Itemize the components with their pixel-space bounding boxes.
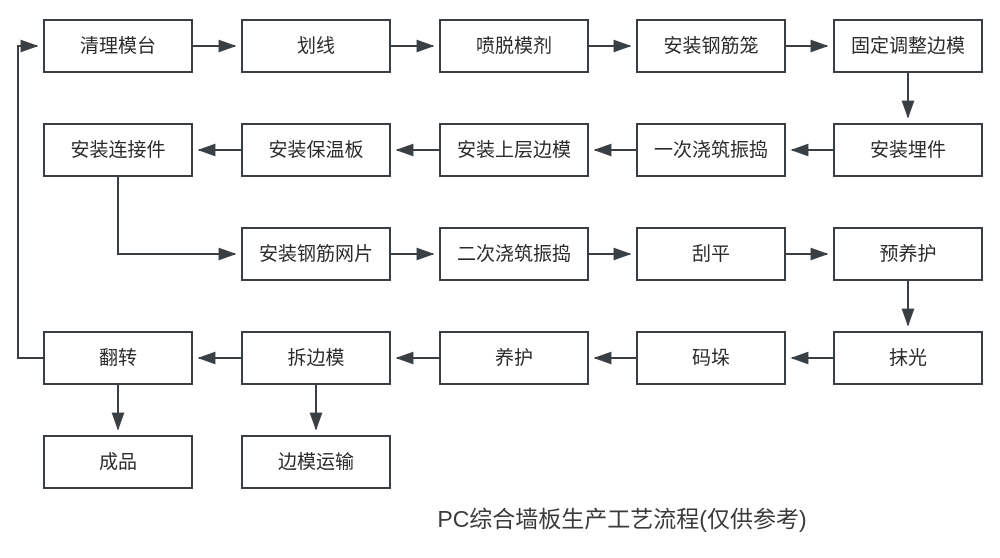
node-label: 一次浇筑振捣 — [654, 139, 768, 161]
node-box[interactable] — [636, 331, 786, 385]
node-box[interactable] — [241, 227, 391, 281]
node-box[interactable] — [833, 19, 983, 73]
process-node[interactable]: 拆边模 — [241, 331, 391, 385]
node-label: 成品 — [99, 451, 137, 473]
node-label: 安装连接件 — [70, 139, 165, 161]
process-node[interactable]: 边模运输 — [241, 435, 391, 489]
process-node[interactable]: 养护 — [439, 331, 589, 385]
node-box[interactable] — [439, 123, 589, 177]
node-label: 安装保温板 — [268, 139, 363, 161]
node-label: 喷脱模剂 — [476, 35, 552, 57]
process-node[interactable]: 安装保温板 — [241, 123, 391, 177]
node-box[interactable] — [43, 123, 193, 177]
process-node[interactable]: 一次浇筑振捣 — [636, 123, 786, 177]
process-node[interactable]: 二次浇筑振捣 — [439, 227, 589, 281]
node-box[interactable] — [439, 331, 589, 385]
process-node[interactable]: 安装连接件 — [43, 123, 193, 177]
process-node[interactable]: 固定调整边模 — [833, 19, 983, 73]
node-label: 养护 — [495, 347, 533, 369]
node-box[interactable] — [833, 123, 983, 177]
edge-layer — [17, 39, 915, 431]
process-node[interactable]: 安装上层边模 — [439, 123, 589, 177]
process-node[interactable]: 安装钢筋网片 — [241, 227, 391, 281]
node-box[interactable] — [241, 331, 391, 385]
node-box[interactable] — [636, 123, 786, 177]
connector-arrow — [17, 39, 44, 359]
node-label: 清理模台 — [80, 35, 156, 57]
node-box[interactable] — [241, 435, 391, 489]
node-box[interactable] — [439, 19, 589, 73]
node-label: 二次浇筑振捣 — [457, 243, 571, 265]
node-label: 翻转 — [99, 347, 137, 369]
node-box[interactable] — [439, 227, 589, 281]
process-node[interactable]: 安装钢筋笼 — [636, 19, 786, 73]
process-node[interactable]: 安装埋件 — [833, 123, 983, 177]
node-label: 抹光 — [889, 347, 927, 369]
diagram-caption: PC综合墙板生产工艺流程(仅供参考) — [437, 506, 806, 532]
node-box[interactable] — [43, 331, 193, 385]
node-label: 安装钢筋网片 — [259, 243, 373, 265]
process-node[interactable]: 清理模台 — [43, 19, 193, 73]
node-label: 安装埋件 — [870, 139, 946, 161]
process-node[interactable]: 预养护 — [833, 227, 983, 281]
process-node[interactable]: 成品 — [43, 435, 193, 489]
node-label: 码垛 — [692, 347, 730, 369]
process-node[interactable]: 刮平 — [636, 227, 786, 281]
node-label: 刮平 — [692, 243, 730, 265]
node-box[interactable] — [833, 331, 983, 385]
node-label: 安装上层边模 — [457, 139, 571, 161]
connector-arrow — [117, 176, 237, 261]
process-node[interactable]: 抹光 — [833, 331, 983, 385]
node-label: 划线 — [297, 35, 335, 57]
node-label: 预养护 — [879, 243, 936, 265]
process-node[interactable]: 码垛 — [636, 331, 786, 385]
node-box[interactable] — [43, 19, 193, 73]
node-label: 拆边模 — [287, 347, 344, 369]
process-node[interactable]: 翻转 — [43, 331, 193, 385]
node-label: 安装钢筋笼 — [663, 35, 758, 57]
node-label: 边模运输 — [278, 451, 354, 473]
node-box[interactable] — [833, 227, 983, 281]
node-box[interactable] — [43, 435, 193, 489]
process-node[interactable]: 喷脱模剂 — [439, 19, 589, 73]
node-box[interactable] — [241, 19, 391, 73]
node-box[interactable] — [636, 19, 786, 73]
node-box[interactable] — [636, 227, 786, 281]
node-label: 固定调整边模 — [851, 35, 965, 57]
process-node[interactable]: 划线 — [241, 19, 391, 73]
node-box[interactable] — [241, 123, 391, 177]
